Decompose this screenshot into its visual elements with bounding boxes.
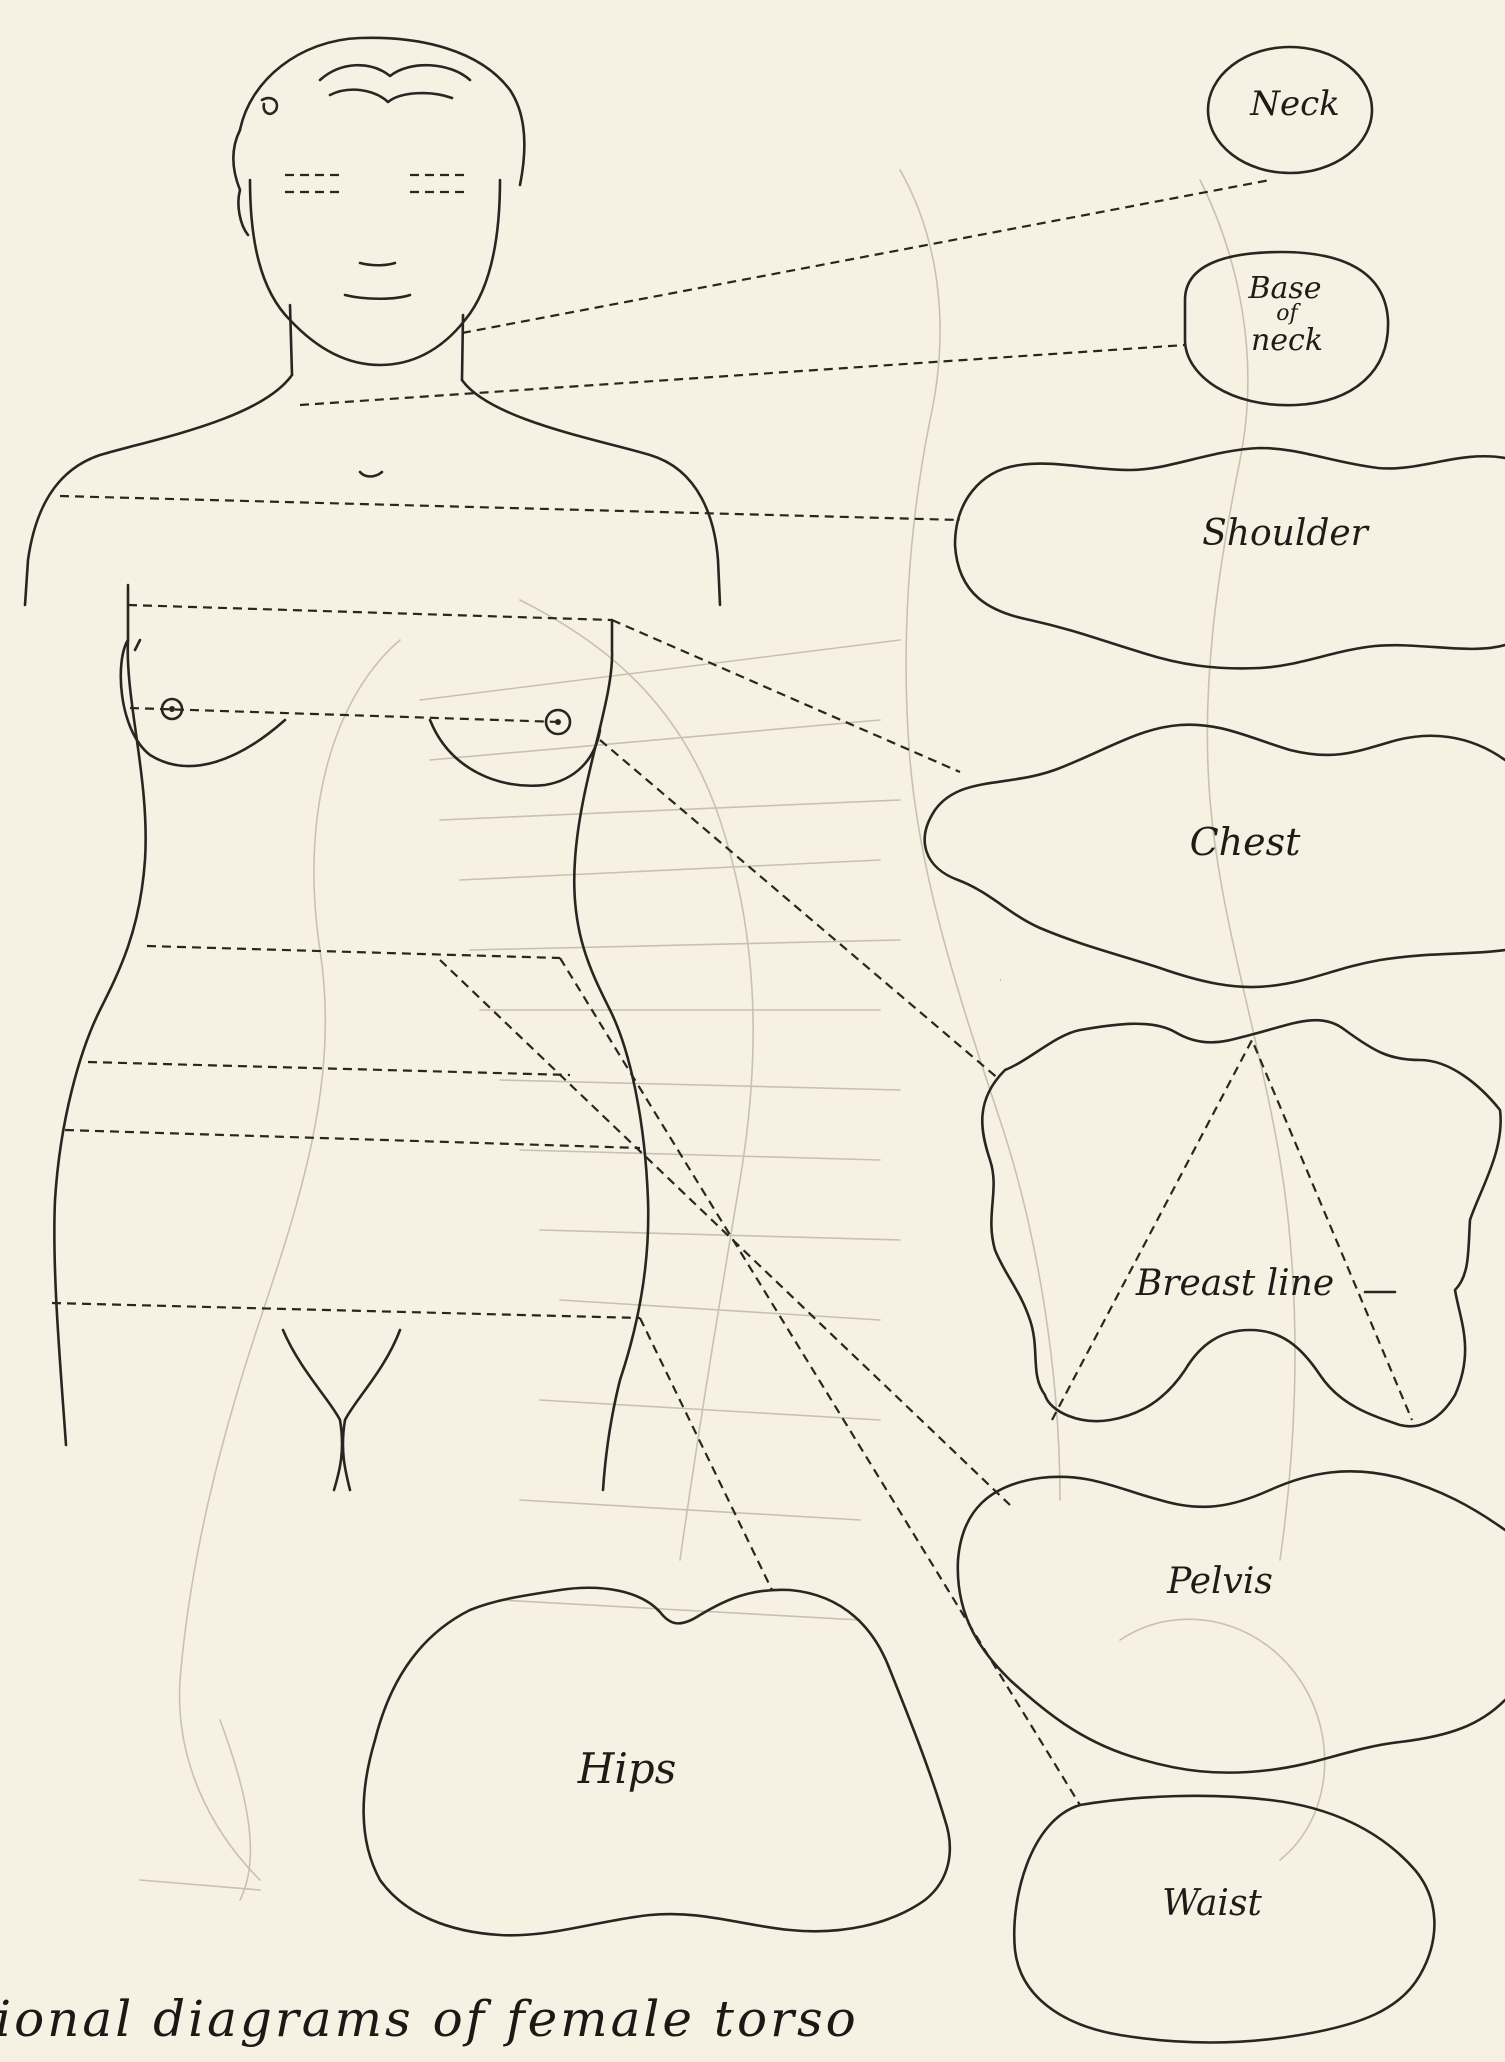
background-anatomy-sketch	[140, 170, 1325, 1900]
label-breast-line: Breast line	[1135, 1263, 1334, 1304]
pelvis-section-shape	[958, 1471, 1505, 1772]
label-chest: Chest	[1190, 820, 1302, 864]
breast-line-section-shape	[982, 1020, 1500, 1426]
label-waist: Waist	[1162, 1883, 1262, 1924]
left-shoulder-outline	[25, 375, 292, 605]
torso-left-side	[54, 585, 145, 1445]
leader-waist	[560, 958, 1080, 1805]
leader-lines	[300, 180, 1270, 1805]
leader-pelvis	[440, 960, 1010, 1505]
leader-chest	[612, 620, 960, 772]
label-base-of-neck-line3: neck	[1251, 323, 1323, 358]
groin-outline	[283, 1330, 400, 1490]
leader-base-of-neck	[300, 345, 1185, 405]
label-neck: Neck	[1249, 84, 1340, 124]
shoulder-section-shape	[955, 448, 1505, 668]
female-torso-figure	[25, 38, 720, 1490]
label-hips: Hips	[577, 1744, 677, 1793]
leader-hips	[640, 1318, 772, 1590]
section-labels: Neck Base of neck Shoulder Chest Breast …	[577, 84, 1370, 1924]
label-pelvis: Pelvis	[1166, 1561, 1273, 1602]
torso-section-lines	[52, 496, 960, 1318]
left-breast	[121, 640, 285, 766]
leader-breast-line	[600, 740, 1000, 1080]
right-shoulder-outline	[462, 380, 720, 605]
figure-caption: tional diagrams of female torso	[0, 1990, 859, 2048]
leader-neck	[462, 180, 1270, 333]
hair-outline	[240, 38, 524, 185]
cross-sections	[364, 47, 1505, 2043]
label-shoulder: Shoulder	[1202, 513, 1370, 554]
